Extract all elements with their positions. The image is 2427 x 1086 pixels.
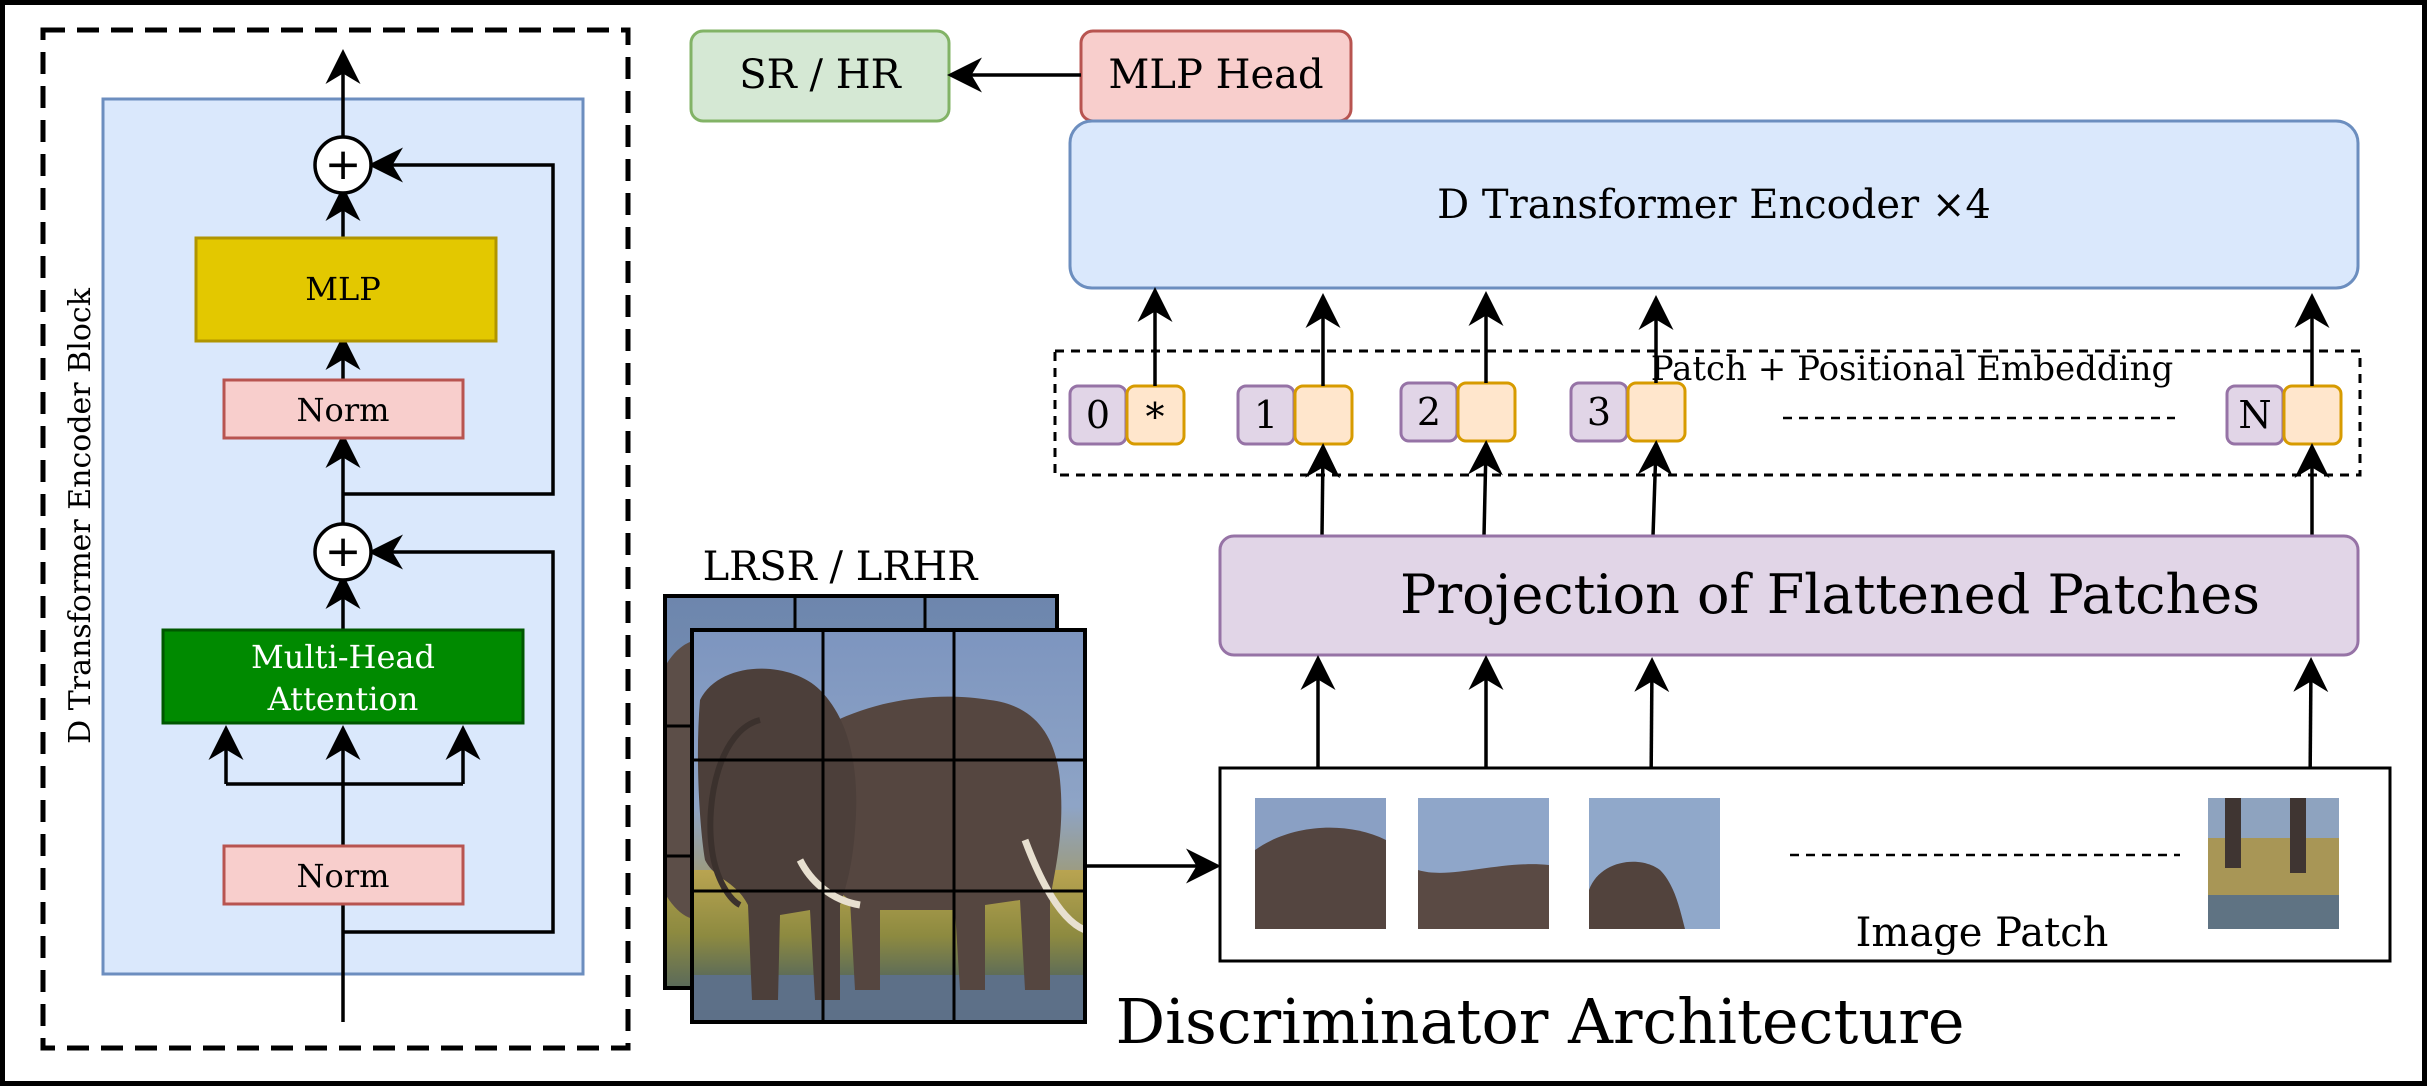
encoder-stack-label: D Transformer Encoder ×4 [1437, 182, 1991, 228]
norm-bottom-box [222, 844, 465, 906]
position-label: N [2238, 393, 2271, 437]
encoder-block-dashed-border [40, 27, 631, 1051]
position-label: 0 [1086, 393, 1110, 437]
encoder-stack-box [1068, 119, 2360, 290]
token-pair-2: 2 [1399, 381, 1517, 443]
add-node-bottom [313, 522, 373, 582]
position-label: 2 [1417, 390, 1441, 434]
patch-token-box [1293, 384, 1354, 446]
norm-bottom-label: Norm [297, 857, 390, 895]
patch-grid-lines [692, 630, 1085, 1022]
class-token-label: * [1146, 395, 1165, 439]
encoder-block-side-label: D Transformer Encoder Block [63, 287, 98, 744]
projection-box [1218, 534, 2360, 657]
output-section: SR / HR MLP Head [689, 29, 1353, 123]
elephant-patch-icon [1418, 798, 1549, 929]
encoder-block-connectors [208, 49, 555, 1022]
position-label: 1 [1254, 393, 1278, 437]
embedding-dashed-border [1053, 349, 2362, 477]
mlp-box [194, 236, 498, 343]
add-node-top-symbol: + [325, 139, 362, 190]
token-pair-3: 3 [1569, 381, 1687, 443]
encoder-block-panel: D Transformer Encoder Block Norm Multi-H… [40, 27, 631, 1051]
patch-token-box [2282, 384, 2343, 446]
attention-box [161, 628, 525, 725]
projection-label: Projection of Flattened Patches [1400, 563, 2260, 626]
token-pair-0: 0 * [1068, 384, 1186, 446]
elephant-patch-icon [1255, 798, 1386, 929]
norm-top-label: Norm [297, 391, 390, 429]
attention-label-line1: Multi-Head [251, 638, 435, 676]
norm-top-box [222, 378, 465, 440]
input-image-label: LRSR / LRHR [703, 544, 980, 590]
input-image-section: LRSR / LRHR [663, 544, 1221, 1024]
patch-token-box [1626, 381, 1687, 443]
sr-hr-label: SR / HR [739, 52, 902, 98]
mlp-label: MLP [305, 270, 381, 308]
token-pair-1: 1 [1236, 384, 1354, 446]
elephant-photo-icon [692, 630, 1085, 1022]
token-pair-n: N [2225, 384, 2343, 446]
mlp-head-label: MLP Head [1108, 52, 1323, 98]
add-node-bottom-symbol: + [325, 526, 362, 577]
attention-label-line2: Attention [267, 680, 419, 718]
position-label: 3 [1587, 390, 1611, 434]
input-image-front-frame [690, 628, 1087, 1024]
add-node-top [313, 135, 373, 195]
token-to-encoder-arrows [1137, 287, 2330, 386]
diagram-caption: Discriminator Architecture [1115, 985, 1964, 1058]
patch-token-box [1456, 381, 1517, 443]
embedding-label: Patch + Positional Embedding [1651, 349, 2173, 389]
elephant-patch-icon [2208, 798, 2339, 929]
image-patch-container [1218, 766, 2392, 963]
image-patch-section: Image Patch [1218, 766, 2392, 963]
embedding-section: Patch + Positional Embedding 0 * 1 2 3 N [1053, 287, 2362, 537]
elephant-patch-icon [1589, 798, 1720, 929]
image-patch-label: Image Patch [1856, 910, 2109, 956]
projection-to-token-arrows [1305, 440, 2330, 537]
